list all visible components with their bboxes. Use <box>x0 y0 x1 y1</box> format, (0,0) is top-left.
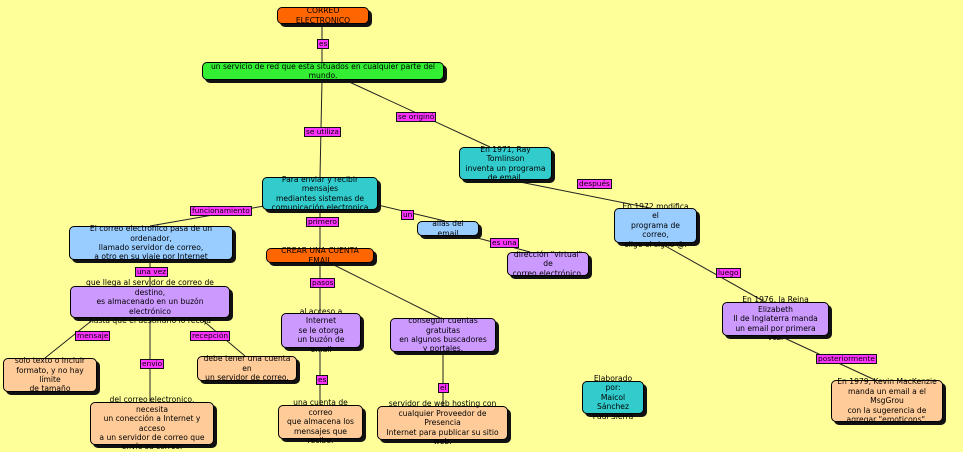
link-label-posteriormente: posteriormente <box>816 354 877 364</box>
alias-node[interactable]: alias del email <box>417 219 479 238</box>
server-store-node[interactable]: que llega al servidor de correo de desti… <box>70 278 230 325</box>
virtual-address-node[interactable]: dirección "virtual" de correo electrónic… <box>507 250 589 278</box>
free-accounts-node[interactable]: conseguir cuentas gratuitas en algunos b… <box>390 316 496 353</box>
link-label-se-utiliza: se utiliza <box>304 127 341 137</box>
link-label-funcionamiento: funcionamiento <box>190 206 252 216</box>
link-label-recepcion: recepción <box>190 331 231 341</box>
edge-create-free <box>329 262 441 319</box>
create-account-node[interactable]: CREAR UNA CUENTA EMAIL <box>266 246 374 265</box>
definition-node[interactable]: un servicio de red que esta situados en … <box>202 62 444 80</box>
usage-node[interactable]: Para enviar y recibir mensajes mediantes… <box>262 175 378 212</box>
link-label-luego: luego <box>716 268 741 278</box>
message-text-node[interactable]: solo texto o incluir formato, y no hay l… <box>3 356 97 393</box>
link-label-mensaje: mensaje <box>75 331 111 341</box>
history-1972-node[interactable]: En 1972 modifica el programa de correo, … <box>614 202 697 249</box>
edge-origin-1972 <box>509 179 651 209</box>
internet-access-node[interactable]: al acceso a Internet se le otorga un buz… <box>281 307 361 354</box>
reception-node[interactable]: debe tener una cuenta en un servidor de … <box>197 354 297 382</box>
history-1979-node[interactable]: En 1979, Kevin MacKenzie manda un email … <box>831 377 943 424</box>
link-label-es-2: es <box>316 375 329 385</box>
link-label-es-una: es una <box>490 238 519 248</box>
send-info-node[interactable]: del correo electronico, necesita un cone… <box>90 395 214 451</box>
hosting-node[interactable]: servidor de web hosting con cualquier Pr… <box>377 399 508 446</box>
link-label-se-origino: se originó <box>396 112 437 122</box>
origin-1971-node[interactable]: En 1971, Ray Tomlinson inventa un progra… <box>459 145 552 182</box>
edge-1972-1976 <box>659 242 766 303</box>
link-label-pasos: pasos <box>310 278 336 288</box>
link-label-el: el <box>438 383 449 393</box>
link-label-una-vez: una vez <box>135 267 169 277</box>
link-label-primero: primero <box>306 217 339 227</box>
history-1976-node[interactable]: En 1976, la Reina Elizabeth II de Inglat… <box>722 295 829 342</box>
edge-server-message <box>44 317 96 359</box>
link-label-un: un <box>401 210 415 220</box>
account-desc-node[interactable]: una cuenta de correo que almacena los me… <box>278 398 363 445</box>
link-label-envio: envio <box>140 359 165 369</box>
link-label-es: es <box>317 39 330 49</box>
functioning-node[interactable]: El correo electronico pasa de un ordenad… <box>69 224 233 261</box>
root-node-correo-electronico[interactable]: CORREO ELECTRONICO <box>277 6 369 25</box>
credits-node: Elaborado por: Maicol Sánchez Paul Sierr… <box>582 374 644 421</box>
link-label-despues: después <box>577 179 612 189</box>
